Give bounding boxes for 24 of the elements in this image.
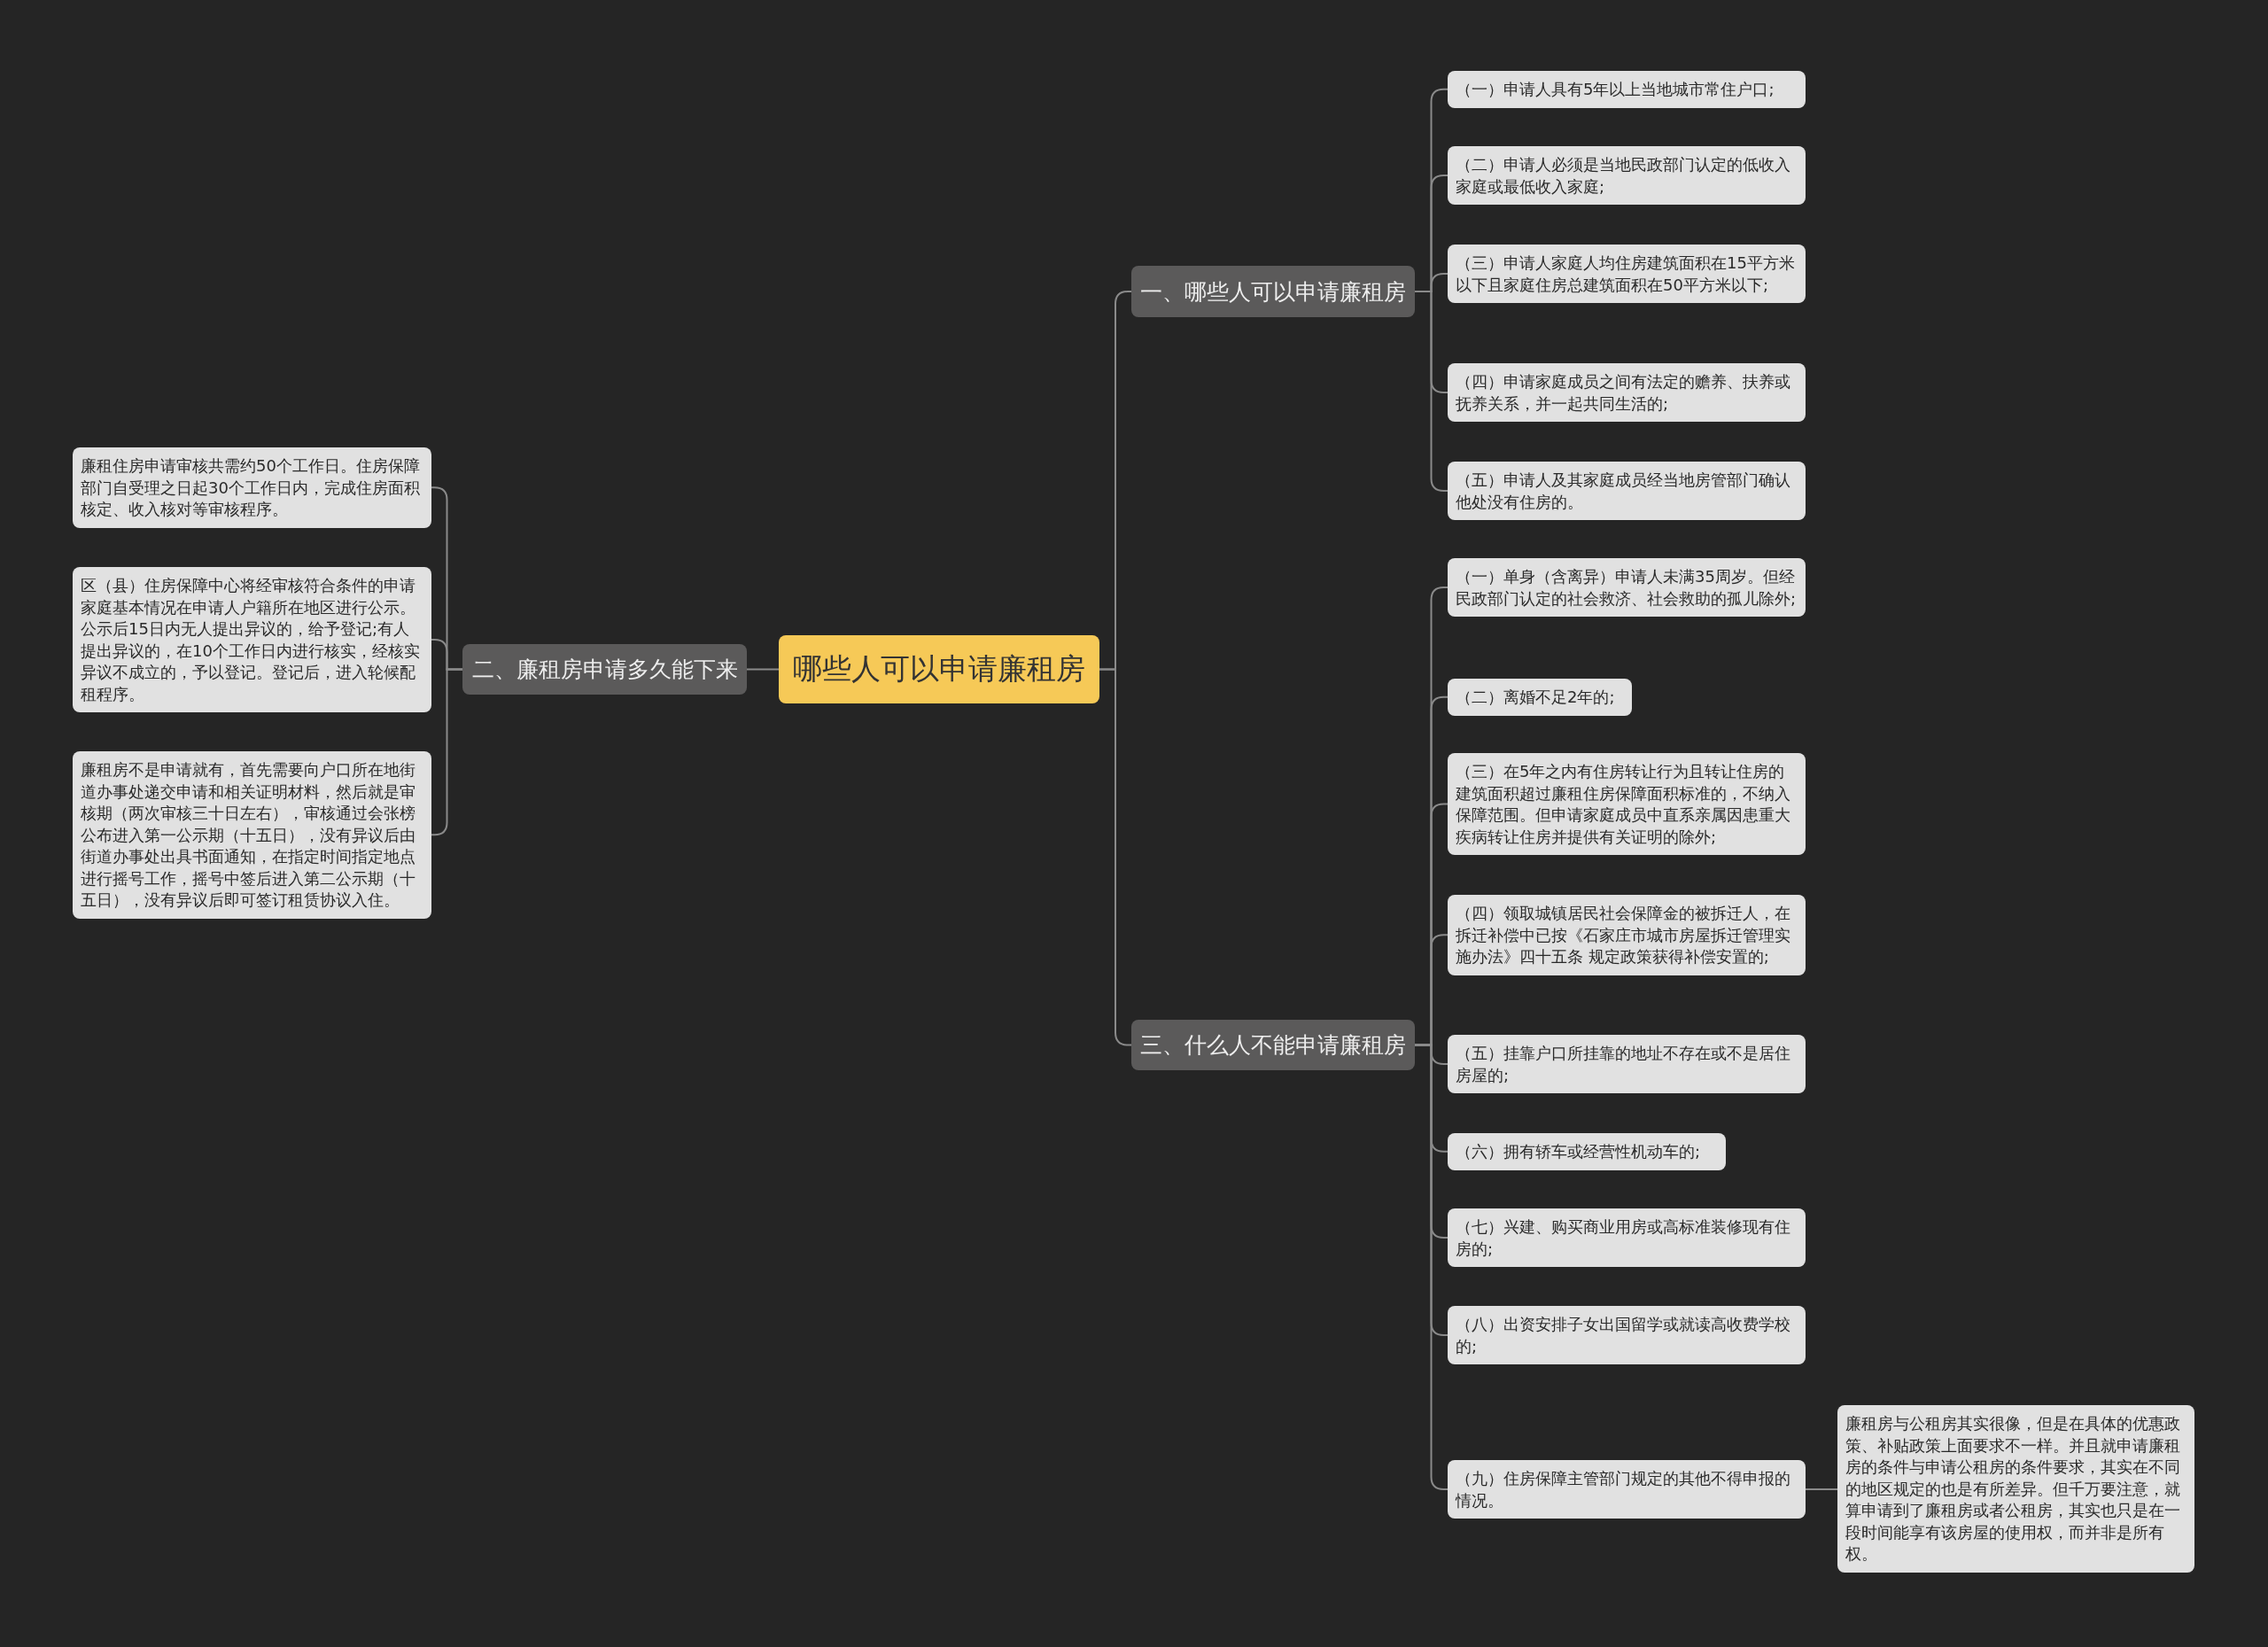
text-card: （九）住房保障主管部门规定的其他不得申报的情况。 xyxy=(1448,1460,1806,1519)
text-card: （一）单身（含离异）申请人未满35周岁。但经民政部门认定的社会救济、社会救助的孤儿除外; xyxy=(1448,558,1806,617)
text-card: （八）出资安排子女出国留学或就读高收费学校的; xyxy=(1448,1306,1806,1364)
text-card: （五）挂靠户口所挂靠的地址不存在或不是居住房屋的; xyxy=(1448,1035,1806,1093)
text-card: 廉租房与公租房其实很像，但是在具体的优惠政策、补贴政策上面要求不一样。并且就申请廉租房的条件与申请公租房的条件要求，其实在不同的地区规定的也是有所差异。但千万要注意，就算申请到了廉租房或者公租房，其实也只是在一段时间能享有该房屋的使用权，而并非是所有权。 xyxy=(1837,1405,2194,1573)
text-card: （三）在5年之内有住房转让行为且转让住房的建筑面积超过廉租住房保障面积标准的，不纳入保障范围。但申请家庭成员中直系亲属因患重大疾病转让住房并提供有关证明的除外; xyxy=(1448,753,1806,855)
branch-topic: 一、哪些人可以申请廉租房 xyxy=(1131,266,1415,317)
text-card: 区（县）住房保障中心将经审核符合条件的申请家庭基本情况在申请人户籍所在地区进行公示。公示后15日内无人提出异议的，给予登记;有人提出异议的，在10个工作日内进行核实，经核实异议不成立的，予以登记。登记后，进入轮候配租程序。 xyxy=(73,567,431,712)
text-card: 廉租房不是申请就有，首先需要向户口所在地街道办事处递交申请和相关证明材料，然后就是审核期（两次审核三十日左右），审核通过会张榜公布进入第一公示期（十五日），没有异议后由街道办事处出具书面通知，在指定时间指定地点进行摇号工作，摇号中签后进入第二公示期（十五日），没有异议后即可签订租赁协议入住。 xyxy=(73,751,431,919)
text-card: （七）兴建、购买商业用房或高标准装修现有住房的; xyxy=(1448,1208,1806,1267)
text-card: （三）申请人家庭人均住房建筑面积在15平方米以下且家庭住房总建筑面积在50平方米以下; xyxy=(1448,245,1806,303)
text-card: （二）申请人必须是当地民政部门认定的低收入家庭或最低收入家庭; xyxy=(1448,146,1806,205)
text-card: （四）领取城镇居民社会保障金的被拆迁人，在拆迁补偿中已按《石家庄市城市房屋拆迁管理实施办法》四十五条 规定政策获得补偿安置的; xyxy=(1448,895,1806,975)
text-card: （四）申请家庭成员之间有法定的赡养、扶养或抚养关系，并一起共同生活的; xyxy=(1448,363,1806,422)
connector-line xyxy=(746,668,780,671)
central-topic: 哪些人可以申请廉租房 xyxy=(779,635,1099,703)
text-card: （五）申请人及其家庭成员经当地房管部门确认他处没有住房的。 xyxy=(1448,462,1806,520)
text-card: 廉租住房申请审核共需约50个工作日。住房保障部门自受理之日起30个工作日内，完成住房面积核定、收入核对等审核程序。 xyxy=(73,447,431,528)
text-card: （六）拥有轿车或经营性机动车的; xyxy=(1448,1133,1726,1170)
text-card: （二）离婚不足2年的; xyxy=(1448,679,1632,716)
connector-line xyxy=(1805,1488,1838,1490)
text-card: （一）申请人具有5年以上当地城市常住户口; xyxy=(1448,71,1806,108)
branch-topic: 三、什么人不能申请廉租房 xyxy=(1131,1020,1415,1070)
branch-topic: 二、廉租房申请多久能下来 xyxy=(462,644,747,695)
